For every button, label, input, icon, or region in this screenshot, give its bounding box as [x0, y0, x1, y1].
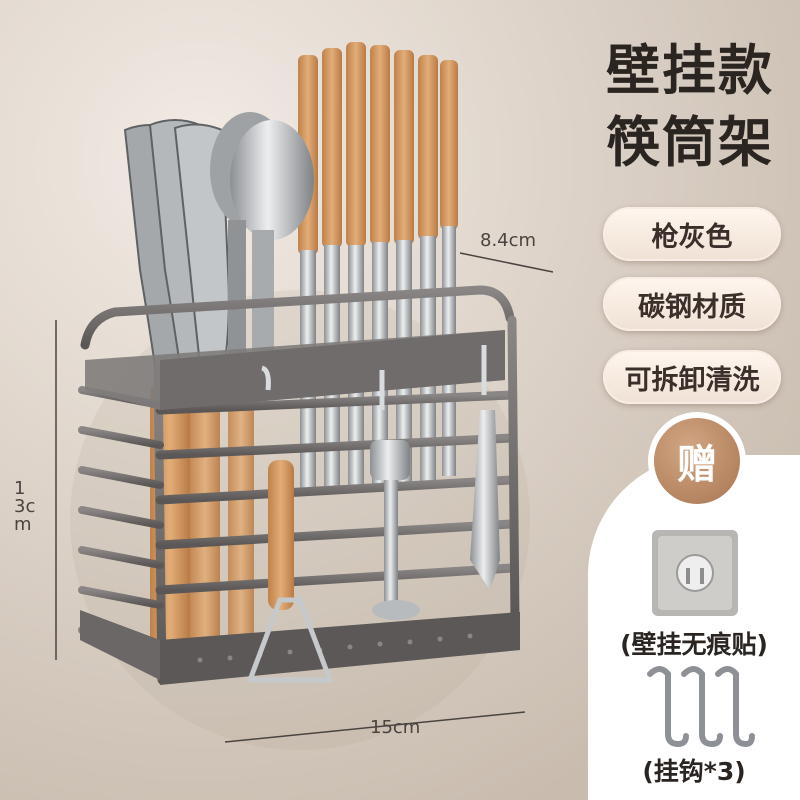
dimension-height: 13cm [14, 478, 36, 535]
gift-label-hooks: (挂钩*3) [642, 757, 746, 786]
hanging-tools [246, 345, 500, 683]
dimension-depth: 8.4cm [480, 230, 537, 251]
title-line-2: 筷筒架 [606, 111, 774, 174]
feature-material: 碳钢材质 [603, 277, 781, 331]
adhesive-pad-icon [652, 530, 738, 616]
s-hook-icon [647, 666, 755, 748]
dimension-lines [55, 252, 554, 743]
dimension-width: 15cm [370, 717, 421, 738]
feature-washable: 可拆卸清洗 [603, 350, 781, 404]
gift-panel [588, 455, 800, 800]
gift-badge: 赠 [654, 418, 740, 504]
title-line-1: 壁挂款 [606, 39, 774, 102]
feature-color: 枪灰色 [603, 207, 781, 261]
chopsticks [298, 42, 458, 490]
gift-label-adhesive: (壁挂无痕贴) [620, 630, 768, 659]
